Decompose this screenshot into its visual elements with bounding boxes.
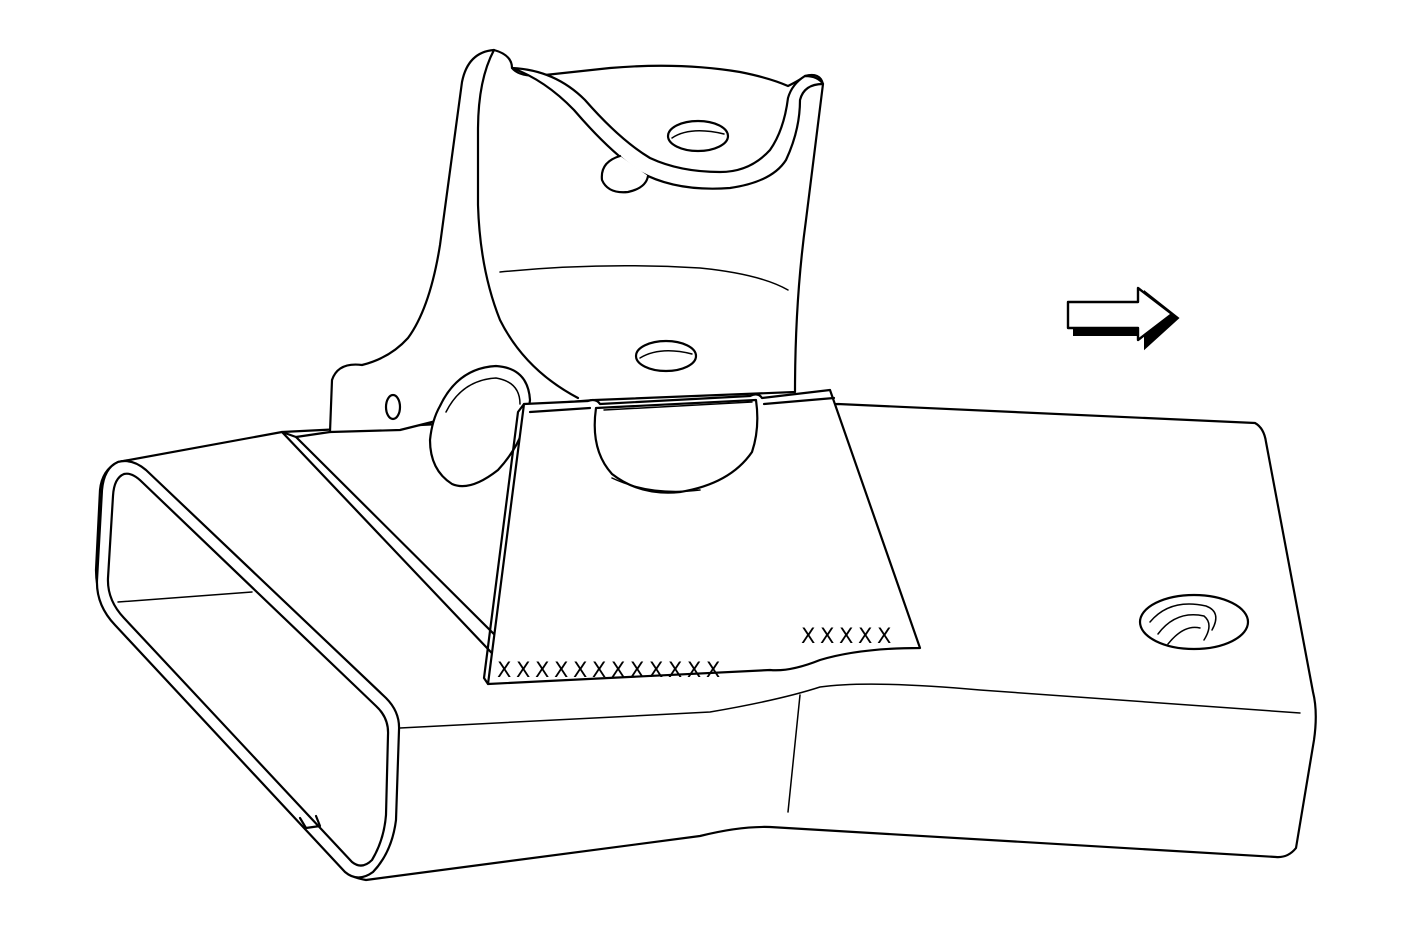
- gusset-notch-depth: [611, 477, 701, 493]
- weld-marks-rear: XXXXXXXXXXXX: [497, 658, 725, 682]
- gusset-body: [486, 388, 922, 686]
- bracket-upper-hole-depth: [671, 130, 725, 139]
- upright-bracket: [328, 48, 825, 488]
- rail-notch: [298, 814, 322, 830]
- bracket-small-hole: [384, 393, 402, 421]
- gusset-notch-lip: [603, 401, 753, 411]
- rail-hole-inner-2: [1157, 614, 1210, 641]
- rail-flange-edge: [294, 430, 332, 439]
- bracket-left-curl: [476, 48, 580, 400]
- rail-slotted-hole: [1138, 593, 1250, 651]
- rail-hole-inner-3: [1167, 626, 1201, 645]
- rail-side-crease: [399, 683, 1301, 729]
- rail-inner-depth-line: [117, 591, 253, 603]
- gusset-left-edge: [482, 402, 526, 686]
- bracket-side-tab: [600, 154, 650, 194]
- rail-open-end-outer: [95, 459, 401, 879]
- bracket-lower-hole-depth: [639, 350, 693, 359]
- rail-hole-inner-1: [1149, 603, 1217, 631]
- bracket-oval-cutout: [428, 364, 532, 488]
- bracket-crease: [499, 265, 789, 291]
- forward-arrow-icon: [1066, 286, 1180, 351]
- bracket-lower-hole: [634, 339, 698, 373]
- rail-vertical-seam: [787, 694, 801, 813]
- weld-marks-front: XXXXX: [801, 624, 896, 648]
- gusset-top-edge-right: [762, 396, 836, 406]
- gusset-plate: XXXXXXXXXXXX XXXXX: [482, 388, 922, 686]
- rail-open-end-inner: [106, 472, 390, 867]
- bracket-upper-hole: [666, 119, 730, 153]
- gusset-top-edge: [528, 406, 592, 414]
- bracket-cutout-depth: [445, 377, 521, 413]
